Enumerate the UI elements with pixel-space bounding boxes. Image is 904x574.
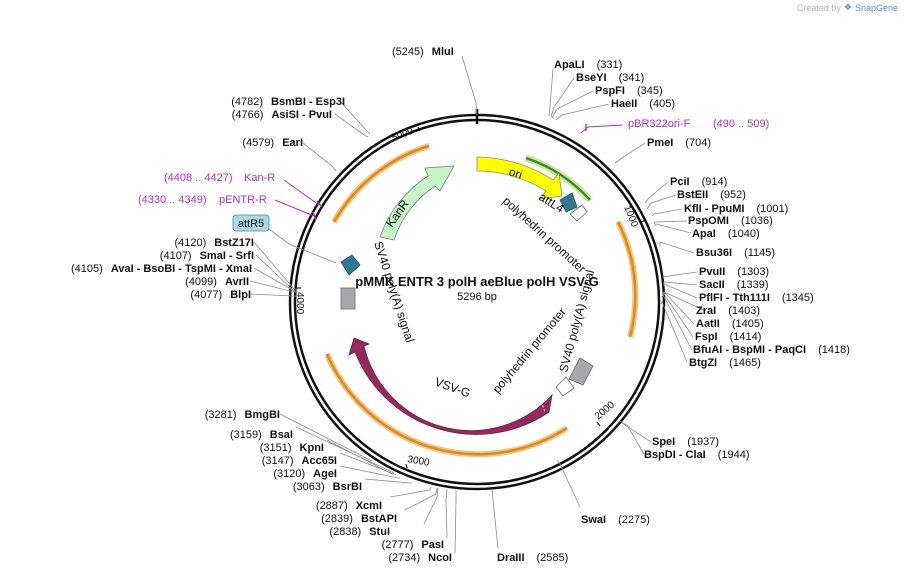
ori-feature[interactable] xyxy=(476,156,563,200)
site-apali: ApaLI(331) xyxy=(554,59,622,71)
site-pspomi: PspOMI(1036) xyxy=(688,215,773,227)
site-blpi: (4077)BlpI xyxy=(190,289,251,301)
primer-pbr322-range: (490 .. 509) xyxy=(713,118,769,130)
site-agei: (3120)AgeI xyxy=(273,468,337,480)
site-swai: SwaI(2275) xyxy=(581,514,650,526)
site-bseyi: BseYI(341) xyxy=(576,72,644,84)
site-pasi: (2777)PasI xyxy=(382,539,444,551)
site-bmgbi: (3281)BmgBI xyxy=(205,409,280,421)
site-bfuai: BfuAI - BspMI - PaqCI(1418) xyxy=(693,344,850,356)
primer-pentr-mark xyxy=(312,211,317,221)
kanr-feature[interactable] xyxy=(379,165,455,241)
site-xcmi: (2887)XcmI xyxy=(316,500,382,512)
orange-arc-2 xyxy=(616,221,637,338)
primer-kanr-range: (4408 .. 4427) xyxy=(164,172,233,184)
tick-2000: 2000 xyxy=(593,399,617,422)
vsvg-label: VSV-G xyxy=(433,375,472,401)
site-spei: SpeI(1937) xyxy=(652,436,719,448)
site-pflfi-tth111i: PflFI - Tth111I(1345) xyxy=(699,292,814,304)
site-kfli-ppumi: KflI - PpuMI(1001) xyxy=(684,203,788,215)
site-bsai: (3159)BsaI xyxy=(230,429,293,441)
primer-kanr-mark xyxy=(316,200,323,208)
site-pvuii: PvuII(1303) xyxy=(699,266,769,278)
primer-pentr-leader xyxy=(274,199,315,217)
polh-promoter-1-feature[interactable] xyxy=(569,204,588,222)
site-bspdi-clai: BspDI - ClaI(1944) xyxy=(644,449,750,461)
site-pcii: PciI(914) xyxy=(670,176,727,188)
site-fspi: FspI(1414) xyxy=(695,331,761,343)
site-bstapi: (2839)BstAPI xyxy=(321,513,397,525)
primer-pbr322-label[interactable]: pBR322ori-F xyxy=(628,118,691,130)
site-ncoi: (2734)NcoI xyxy=(388,552,452,564)
orange-arc-3 xyxy=(325,353,568,456)
polh-promoter-2-feature[interactable] xyxy=(555,376,575,397)
site-aatii: AatII(1405) xyxy=(696,318,764,330)
vsvg-feature[interactable] xyxy=(348,337,553,435)
site-bsteii: BstEII(952) xyxy=(677,189,746,201)
site-btgzi: BtgZI(1465) xyxy=(689,357,761,369)
primer-kanr-label[interactable]: Kan-R xyxy=(244,172,275,184)
site-haeii: HaeII(405) xyxy=(611,98,675,110)
credit-brand: SnapGene xyxy=(854,2,898,13)
attr5-feature[interactable] xyxy=(340,254,361,276)
sv40-polya-1-feature[interactable] xyxy=(340,287,356,310)
site-eari: (4579)EarI xyxy=(242,137,303,149)
bp-ticks xyxy=(297,126,647,469)
site-draiii: DraIII(2585) xyxy=(497,552,568,564)
site-zrai: ZraI(1403) xyxy=(696,305,760,317)
snapgene-logo-icon: ❖ xyxy=(843,2,852,12)
site-asisi-pvui: (4766)AsiSI - PvuI xyxy=(232,109,332,121)
green-arc xyxy=(525,156,591,201)
attr5-label: attR5 xyxy=(238,218,264,230)
site-pspfi: PspFI(345) xyxy=(595,85,663,97)
site-apai: ApaI(1040) xyxy=(692,228,760,240)
site-avai: (4105)AvaI - BsoBI - TspMI - XmaI xyxy=(71,263,252,275)
site-bsmbi-esp3i: (4782)BsmBI - Esp3I xyxy=(231,96,345,108)
sv40-polya-1-label: SV40 poly(A) signal xyxy=(371,240,417,345)
primer-pbr322-leader xyxy=(580,124,623,134)
tick-5000: 5000 xyxy=(390,126,415,144)
site-pmei: PmeI(704) xyxy=(647,137,711,149)
sv40-polya-2-feature[interactable] xyxy=(568,357,594,386)
vsvg-segment-break xyxy=(539,397,546,413)
credit-prefix: Created by xyxy=(796,2,841,13)
attr5-leader xyxy=(268,228,337,264)
site-kpni: (3151)KpnI xyxy=(260,442,324,454)
primer-pentr-range: (4330 .. 4349) xyxy=(138,194,207,206)
site-avrii: (4099)AvrII xyxy=(185,276,249,288)
site-leaders xyxy=(248,55,707,554)
tick-4000: 4000 xyxy=(294,292,305,315)
polh-promoter-2-label: polyhedrin promoter xyxy=(490,305,569,396)
tick-3000: 3000 xyxy=(406,454,430,469)
snapgene-credit: Created by ❖ SnapGene xyxy=(797,2,898,13)
site-mlui: (5245)MluI xyxy=(392,46,454,58)
attr5-box xyxy=(232,214,270,232)
site-acc65i: (3147)Acc65I xyxy=(262,455,337,467)
site-bsu36i: Bsu36I(1145) xyxy=(696,247,775,259)
primer-kanr-leader xyxy=(283,179,320,206)
ori-label: ori xyxy=(507,165,524,182)
site-stui: (2838)StuI xyxy=(329,526,390,538)
site-smai-srfi: (4107)SmaI - SrfI xyxy=(160,250,254,262)
plasmid-size: 5296 bp xyxy=(457,291,497,303)
orange-arc-halo-1 xyxy=(331,143,430,224)
site-labels: (5245)MluI ApaLI(331) BseYI(341) PspFI(3… xyxy=(71,46,850,564)
attl4-label: attL4 xyxy=(536,190,566,216)
site-sacii: SacII(1339) xyxy=(699,279,768,291)
plasmid-name: pMMK ENTR 3 polH aeBlue polH VSV-G xyxy=(355,274,598,289)
attl4-feature[interactable] xyxy=(559,192,578,213)
site-bsrbi: (3063)BsrBI xyxy=(293,481,362,493)
site-bstz17i: (4120)BstZ17I xyxy=(174,237,254,249)
primer-pentr-label[interactable]: pENTR-R xyxy=(219,194,267,206)
orange-arc-1 xyxy=(332,144,430,223)
